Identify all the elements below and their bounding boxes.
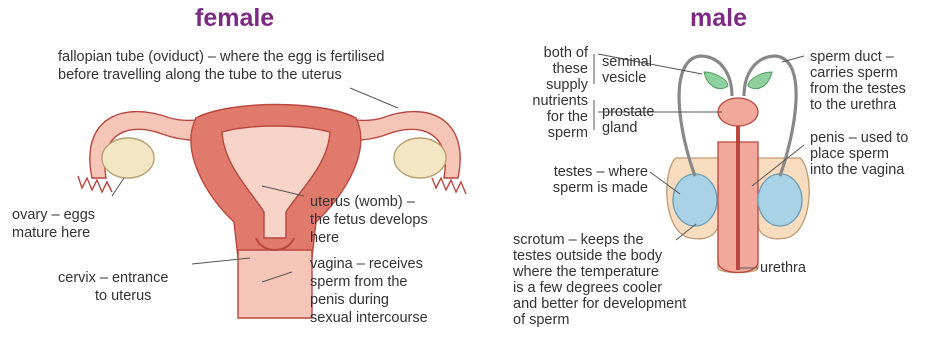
ovary-left [102,138,154,178]
uterus-label: here [310,230,339,246]
cervix-label: to uterus [95,288,151,304]
vagina [238,250,312,318]
testes-label: sperm is made [530,180,648,196]
female-title: female [195,4,274,33]
male-title: male [690,4,747,33]
nutrients-note: for the [520,109,588,125]
nutrients-note: supply [520,77,588,93]
testis-right [758,174,802,226]
vagina-label: vagina – receives [310,256,423,272]
scrotum-label: where the temperature [513,264,659,280]
nutrients-note: these [520,61,588,77]
seminal-vesicle-label: seminal [602,54,652,70]
sperm-duct-label: carries sperm [810,65,898,81]
scrotum-label: is a few degrees cooler [513,280,662,296]
prostate-gland-label: prostate [602,104,654,120]
penis-label: place sperm [810,146,889,162]
cervix-label: cervix – entrance [58,270,168,286]
sperm-duct-label: to the urethra [810,97,896,113]
sperm-duct-label: sperm duct – [810,49,894,65]
prostate-gland-label: gland [602,120,637,136]
fallopian-tube-label: fallopian tube (oviduct) – where the egg… [58,49,384,65]
uterus-label: uterus (womb) – [310,194,415,210]
penis-label: into the vagina [810,162,904,178]
fallopian-tube-label: before travelling along the tube to the … [58,67,342,83]
ovary-label: ovary – eggs [12,207,95,223]
scrotum-label: of sperm [513,312,569,328]
uterus-label: the fetus develops [310,212,428,228]
vagina-label: sperm from the [310,274,408,290]
testis-left [673,174,717,226]
seminal-vesicle-right [748,72,772,89]
ovary-label: mature here [12,225,90,241]
vagina-label: penis during [310,292,389,308]
nutrients-note: nutrients [520,93,588,109]
scrotum-label: testes outside the body [513,248,662,264]
seminal-vesicle-left [704,72,728,89]
nutrients-note: sperm [520,125,588,141]
vagina-label: sexual intercourse [310,310,428,326]
sperm-duct-label: from the testes [810,81,906,97]
scrotum-label: and better for development [513,296,686,312]
seminal-vesicle-label: vesicle [602,70,646,86]
male-reproductive-system [667,56,809,273]
prostate-gland [718,98,758,126]
penis-label: penis – used to [810,130,908,146]
scrotum-label: scrotum – keeps the [513,232,644,248]
nutrients-note: both of [520,45,588,61]
urethra-label: urethra [760,260,806,276]
fimbriae-right [432,178,466,194]
ovary-right [394,138,446,178]
testes-label: testes – where [530,164,648,180]
